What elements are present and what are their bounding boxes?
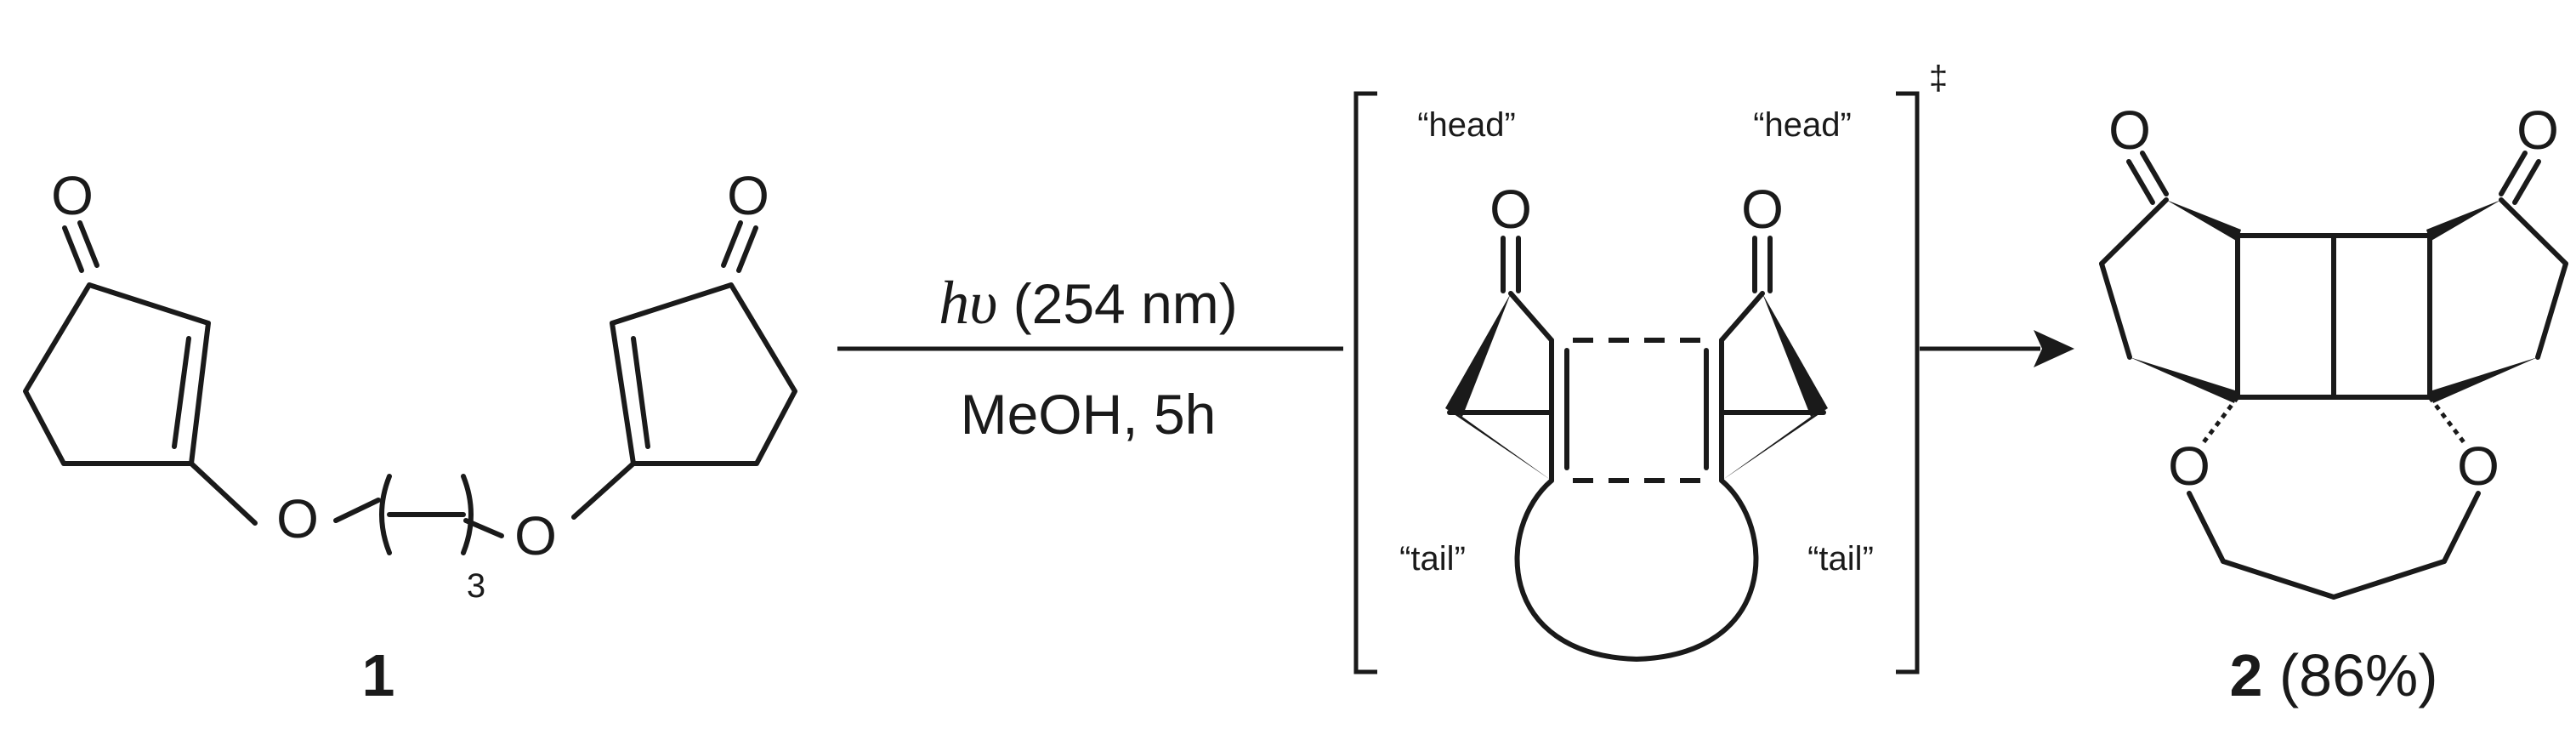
compound-1-carbonyl-oxygen-right: O [727, 165, 769, 226]
product-ether-oxygen-right: O [2457, 435, 2499, 497]
ts-tail-label-right: “tail” [1807, 540, 1874, 578]
ts-bracket-right [1896, 91, 1920, 674]
right-ether-bond [571, 461, 636, 520]
ts-tether-loop [1514, 478, 1759, 662]
product-left-ring-a [2099, 197, 2169, 266]
ts-head-label-right: “head” [1753, 106, 1852, 144]
compound-1-ether-oxygen-left: O [276, 488, 319, 549]
product-right-ring-a [2499, 197, 2568, 266]
left-ether-bond [189, 461, 258, 526]
ts-bracket-left [1353, 91, 1377, 674]
product-right-carbonyl-a [2499, 151, 2528, 196]
product-ether-chain-a [2187, 491, 2226, 564]
left-ring-double-bond [172, 336, 191, 449]
transition-state-structure [1353, 91, 1920, 674]
ts-head-label-left: “head” [1417, 106, 1516, 144]
compound-1-carbonyl-oxygen-left: O [51, 165, 94, 226]
product-2-yield: (86%) [2262, 642, 2437, 708]
reagent-wavelength: (254 nm) [997, 272, 1237, 335]
product-carbonyl-oxygen-right: O [2516, 100, 2559, 161]
reagent-condition: hυ (254 nm) [939, 269, 1237, 337]
ts-right-lower-wedge [1722, 408, 1828, 481]
ts-tail-label-left: “tail” [1399, 540, 1466, 578]
right-cyclopentenone-ring [610, 282, 797, 466]
compound-1-number: 1 [362, 642, 395, 708]
compound-1-structure [23, 220, 797, 555]
compound-1-ether-oxygen-right: O [514, 505, 557, 566]
right-carbonyl-bond-a [721, 220, 743, 268]
left-carbonyl-bond-a [62, 225, 84, 273]
chain-bond-right [463, 518, 504, 538]
product-ether-chain-c [2331, 559, 2447, 600]
product-left-carbonyl-b [2126, 159, 2155, 205]
reaction-arrow-head [2034, 330, 2074, 367]
ts-double-dagger: ‡ [1929, 60, 1948, 97]
product-left-bottom-wedge [2130, 357, 2238, 403]
ts-right-upper-wedge [1762, 293, 1828, 417]
product-right-carbonyl-b [2512, 159, 2541, 205]
product-2-structure [2099, 151, 2568, 600]
product-2-number: 2 [2229, 642, 2262, 708]
product-2-label: 2 (86%) [2229, 642, 2437, 708]
chain-bracket-close [461, 474, 474, 555]
product-left-carbonyl-a [2140, 151, 2169, 196]
product-carbonyl-oxygen-left: O [2108, 100, 2151, 161]
ts-carbonyl-oxygen-left: O [1489, 179, 1532, 240]
product-ether-chain-d [2442, 491, 2481, 564]
ts-right-c1-c2 [1719, 291, 1765, 343]
right-ring-double-bond [631, 336, 650, 449]
chain-repeat-subscript: 3 [467, 567, 485, 605]
product-right-top-wedge [2426, 200, 2501, 242]
ts-left-upper-wedge [1445, 293, 1511, 417]
product-left-ring-b [2099, 261, 2132, 360]
chain-bracket-open [379, 474, 392, 555]
chain-bond-left [333, 498, 381, 523]
left-cyclopentenone-ring [23, 282, 211, 466]
ts-carbonyl-oxygen-right: O [1741, 179, 1784, 240]
ts-left-c1-c2 [1508, 291, 1554, 343]
product-left-top-wedge [2166, 200, 2241, 242]
product-right-bottom-wedge [2430, 357, 2538, 403]
product-ether-chain-b [2221, 559, 2336, 600]
product-ether-oxygen-left: O [2168, 435, 2210, 497]
solvent-time-condition: MeOH, 5h [961, 383, 1217, 446]
right-carbonyl-bond-b [736, 225, 758, 273]
product-right-ring-b [2535, 261, 2568, 360]
reagent-symbol: hυ [939, 269, 997, 337]
left-carbonyl-bond-b [77, 220, 99, 268]
ts-left-lower-wedge [1445, 408, 1552, 481]
